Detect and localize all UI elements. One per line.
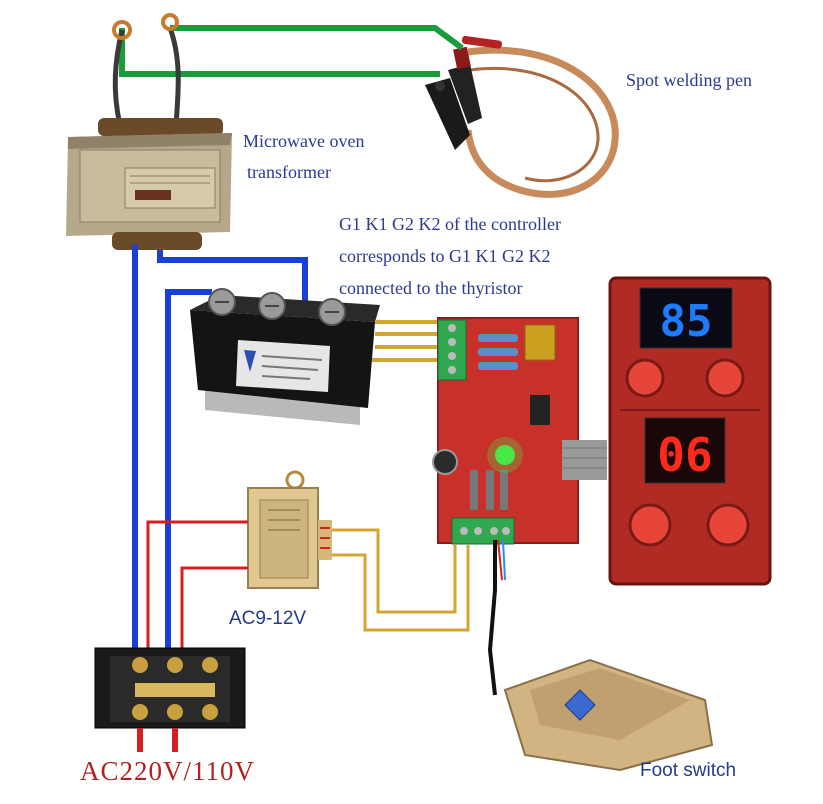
low-voltage-wire-1: [332, 528, 457, 614]
small-transformer-icon: [247, 470, 332, 589]
spot-welding-pen-label: Spot welding pen: [626, 70, 752, 90]
secondary-wire-1: [119, 28, 440, 77]
small-transformer-label: AC9-12V: [229, 608, 307, 629]
controller-note-line1: G1 K1 G2 K2 of the controller: [339, 214, 561, 234]
low-voltage-wire-2: [332, 545, 470, 632]
primary-wire-3: [165, 289, 212, 655]
display-top-value: 85: [660, 296, 713, 347]
controller-note-line3: connected to the thyristor: [339, 278, 523, 298]
controller-note-line2: corresponds to G1 K1 G2 K2: [339, 246, 551, 266]
phase-wire-1: [146, 520, 248, 660]
display-bottom-value: 06: [657, 428, 712, 482]
mains-voltage-label: AC220V/110V: [80, 756, 256, 786]
secondary-wire-2: [170, 25, 464, 51]
transformer-label-line1: Microwave oven: [243, 131, 365, 151]
primary-wire-2: [157, 250, 308, 318]
phase-wire-2: [180, 566, 248, 660]
terminal-block-icon: [94, 647, 246, 729]
welding-pen-icon: [425, 35, 619, 198]
digital-display-icon: [608, 276, 772, 586]
transformer-label-line2: transformer: [247, 162, 331, 182]
thyristor-module-icon: [190, 288, 380, 425]
foot-switch-cable: [487, 540, 497, 696]
gate-wires: [372, 320, 440, 362]
microwave-transformer-icon: [66, 13, 232, 250]
foot-switch-icon: [503, 658, 714, 772]
control-board-icon: [432, 317, 607, 545]
foot-switch-label: Foot switch: [640, 760, 737, 781]
